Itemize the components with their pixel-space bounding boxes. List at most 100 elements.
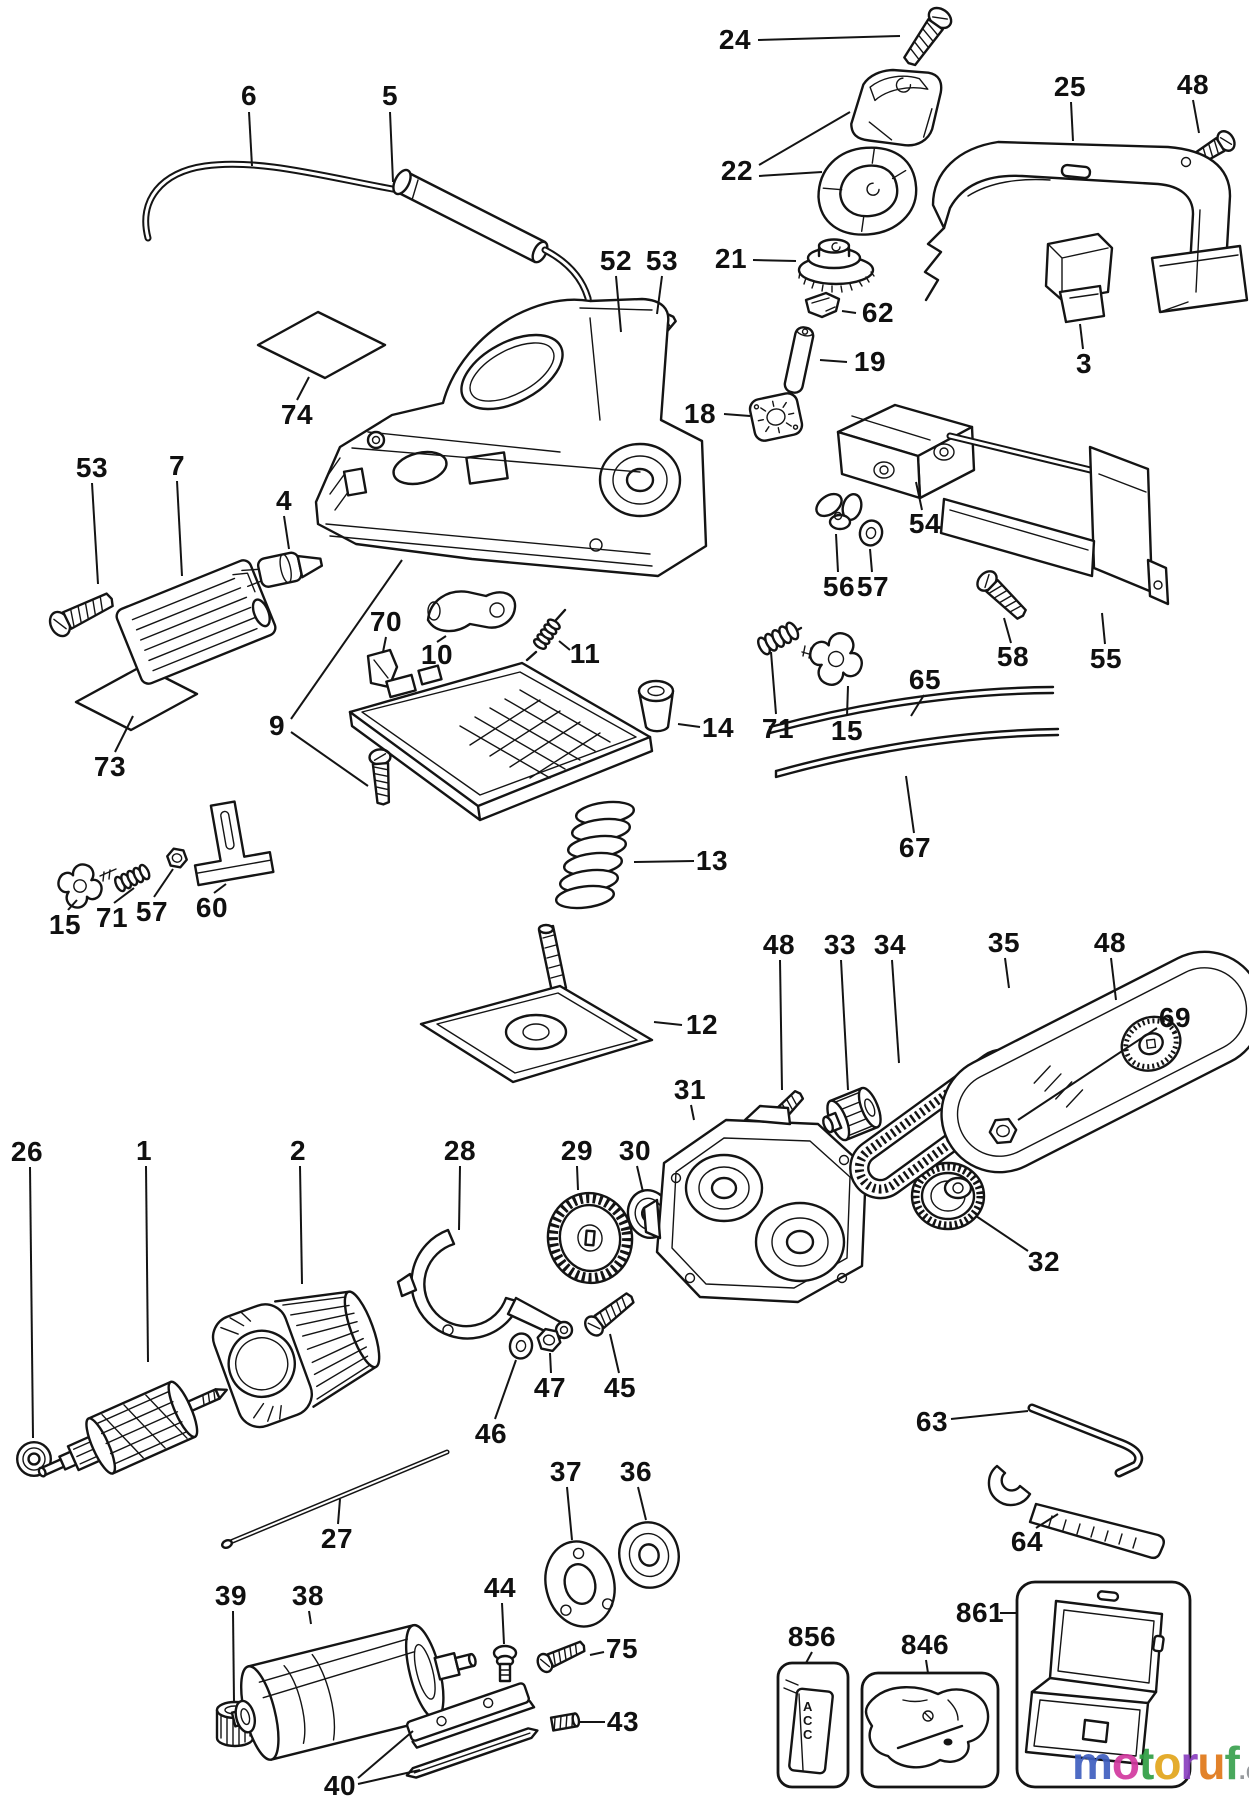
leader-line-11: [559, 641, 570, 650]
leader-line-31: [691, 1105, 694, 1120]
nut-57-left-illustration: [164, 846, 190, 870]
watermark-suffix: .de: [1238, 1757, 1249, 1785]
baffle-28-illustration: [398, 1230, 572, 1338]
planer-body-illustration: [316, 299, 706, 576]
leader-line-28: [459, 1166, 460, 1230]
accessory-box-856: [778, 1663, 848, 1787]
leader-line-45: [610, 1334, 619, 1373]
leader-line-12: [654, 1022, 682, 1025]
leader-line-70: [383, 637, 386, 652]
leader-line-22: [759, 172, 822, 176]
washer-57-right-illustration: [855, 516, 887, 550]
leader-line-29: [577, 1166, 578, 1190]
watermark-letter: u: [1197, 1737, 1225, 1789]
fan-gear-29-illustration: [541, 1186, 639, 1289]
leader-line-9: [291, 732, 368, 786]
watermark-letter: o: [1111, 1737, 1140, 1789]
leader-line-10: [437, 636, 446, 642]
leader-line-47: [550, 1353, 551, 1373]
label-sticker-74-illustration: [258, 312, 385, 378]
washer-46-illustration: [506, 1330, 536, 1362]
acc-booklet-label: ACC: [803, 1699, 813, 1742]
grub-screw-43-illustration: [551, 1713, 580, 1730]
vent-grille-7-illustration: [114, 558, 277, 686]
wrench-64-illustration: [989, 1466, 1164, 1558]
plug-4-illustration: [240, 547, 323, 592]
leader-line-3: [1080, 324, 1083, 349]
blade-67-illustration: [776, 729, 1058, 777]
armature-1-illustration: [27, 1362, 239, 1500]
watermark-letter: r: [1180, 1737, 1198, 1789]
leader-line-1: [146, 1166, 148, 1362]
spring-11-illustration: [527, 610, 565, 660]
leader-line-18: [724, 414, 750, 416]
knob-cap-lower-22-illustration: [812, 142, 921, 241]
leader-line-46: [495, 1360, 516, 1419]
bushing-14-illustration: [639, 681, 673, 731]
leader-line-75: [590, 1652, 604, 1655]
clip-62-illustration: [806, 293, 839, 317]
leader-line-15a: [847, 686, 848, 716]
screw-baseplate-illustration: [367, 747, 395, 807]
adjust-knob-21-illustration: [799, 240, 874, 293]
leader-line-55: [1102, 613, 1105, 644]
accessory-box-861: [1017, 1582, 1190, 1787]
base-plate-9-illustration: [350, 663, 652, 820]
leader-line-26: [30, 1167, 33, 1438]
bearing-36-illustration: [613, 1517, 685, 1593]
bolt-58-illustration: [972, 566, 1032, 625]
leader-line-2: [300, 1166, 302, 1284]
leader-line-14: [678, 724, 700, 727]
blade-40-illustration: [405, 1726, 539, 1780]
guide-bracket-54-illustration: [838, 405, 974, 498]
accessory-box-846: [862, 1673, 998, 1787]
leader-line-33: [841, 960, 848, 1090]
leader-line-65: [911, 695, 924, 716]
leader-line-60: [214, 884, 226, 893]
fence-55-illustration: [941, 436, 1168, 604]
watermark-letter: f: [1224, 1737, 1239, 1789]
pulley-33-illustration: [816, 1085, 885, 1145]
handle-25-illustration: [925, 142, 1247, 312]
leader-line-9: [291, 560, 402, 719]
leader-line-48a: [1193, 100, 1199, 133]
leader-line-846: [926, 1660, 928, 1673]
wing-nut-56-illustration: [812, 490, 864, 529]
star-knob-15-left-illustration: [52, 858, 116, 914]
watermark: motoruf.de: [1072, 1736, 1249, 1790]
spring-screw-71-right-illustration: [754, 619, 801, 658]
watermark-letter: m: [1072, 1737, 1113, 1789]
leader-line-62: [842, 311, 856, 313]
belt-cover-35-illustration: [922, 932, 1249, 1192]
leader-line-25: [1071, 102, 1073, 141]
star-knob-15-right-illustration: [800, 623, 872, 695]
gear-housing-31-illustration: [644, 1106, 866, 1302]
leader-line-19: [820, 360, 847, 362]
bracket-60-illustration: [185, 797, 273, 885]
leader-line-40: [358, 1731, 413, 1778]
watermark-letter: t: [1139, 1737, 1154, 1789]
leader-line-52: [616, 276, 621, 332]
screw-24-illustration: [897, 2, 957, 72]
leader-line-7: [177, 481, 182, 576]
leader-line-40: [358, 1770, 420, 1784]
gear-32-illustration: [912, 1163, 984, 1229]
leader-line-35: [1005, 958, 1009, 988]
leader-line-57a: [870, 549, 872, 572]
leader-line-54: [916, 482, 922, 510]
leader-line-34: [892, 960, 899, 1063]
leader-line-69: [1018, 1028, 1157, 1120]
leader-line-57b: [154, 869, 173, 897]
spring-13-illustration: [555, 799, 635, 911]
leader-line-67: [906, 776, 914, 833]
adjust-foot-12-illustration: [421, 925, 652, 1082]
leader-line-5: [390, 112, 393, 182]
field-stator-2-illustration: [207, 1271, 392, 1433]
leader-line-71a: [771, 652, 776, 714]
label-sticker-73-illustration: [76, 666, 197, 730]
watermark-letter: o: [1153, 1737, 1181, 1789]
leader-line-53a: [657, 276, 662, 314]
bolt-44-illustration: [494, 1646, 516, 1681]
